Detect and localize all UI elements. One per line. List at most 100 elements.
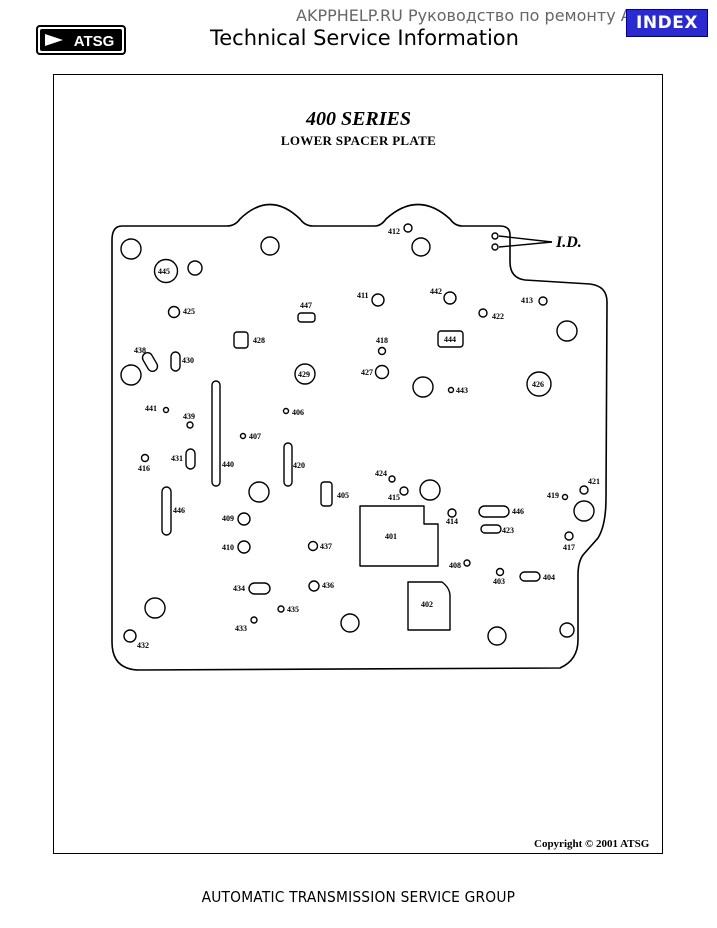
hole-417	[564, 531, 574, 541]
hole-top-left-2	[260, 236, 280, 256]
hole-406	[282, 407, 290, 415]
label-423: 423	[502, 526, 514, 535]
slot-405	[320, 481, 333, 507]
label-435: 435	[287, 605, 299, 614]
label-440: 440	[222, 460, 234, 469]
watermark-text: AKPPHELP.RU Руководство по ремонту АКПП	[296, 6, 668, 25]
label-434: 434	[233, 584, 245, 593]
label-446-left: 446	[173, 506, 185, 515]
label-402: 402	[421, 600, 433, 609]
copyright-text: Copyright © 2001 ATSG	[534, 838, 650, 850]
label-424: 424	[375, 469, 387, 478]
slot-428	[233, 331, 249, 349]
label-446-right: 446	[512, 507, 524, 516]
hole-id-1	[491, 232, 499, 240]
slot-434	[248, 582, 271, 595]
label-408: 408	[449, 561, 461, 570]
label-429: 429	[298, 370, 310, 379]
label-410: 410	[222, 543, 234, 552]
shape-402	[407, 581, 451, 631]
hole-419	[561, 493, 569, 501]
hole-left-large	[120, 364, 142, 386]
hole-429	[294, 363, 316, 385]
label-430: 430	[182, 356, 194, 365]
slot-431	[185, 448, 196, 470]
footer-label: AUTOMATIC TRANSMISSION SERVICE GROUP	[201, 888, 516, 906]
label-419: 419	[547, 491, 559, 500]
hole-424	[388, 475, 396, 483]
slot-447	[297, 312, 316, 323]
hole-195	[187, 260, 203, 276]
label-426: 426	[532, 380, 544, 389]
label-416: 416	[138, 464, 150, 473]
label-447: 447	[300, 301, 312, 310]
hole-435	[277, 605, 285, 613]
label-432: 432	[137, 641, 149, 650]
hole-411	[371, 293, 385, 307]
hole-412	[403, 223, 413, 233]
label-445: 445	[158, 267, 170, 276]
label-427: 427	[361, 368, 373, 377]
hole-430-large	[419, 479, 441, 501]
slot-420	[283, 442, 293, 487]
label-436: 436	[322, 581, 334, 590]
hole-426	[526, 371, 552, 397]
label-401: 401	[385, 532, 397, 541]
hole-right-584	[573, 500, 595, 522]
hole-259	[248, 481, 270, 503]
slot-430	[170, 351, 181, 372]
label-406: 406	[292, 408, 304, 417]
hole-top-left-large	[120, 238, 142, 260]
label-407: 407	[249, 432, 261, 441]
label-418: 418	[376, 336, 388, 345]
hole-large-423	[412, 376, 434, 398]
label-437: 437	[320, 542, 332, 551]
slot-423	[480, 524, 502, 534]
label-413: 413	[521, 296, 533, 305]
hole-413	[538, 296, 548, 306]
hole-439	[186, 421, 194, 429]
shape-401	[359, 505, 439, 567]
id-leader-2	[498, 241, 553, 248]
hole-421	[579, 485, 589, 495]
label-441: 441	[145, 404, 157, 413]
hole-436	[308, 580, 320, 592]
plate-outline	[111, 203, 608, 671]
label-439: 439	[183, 412, 195, 421]
hole-437	[307, 540, 319, 552]
footer-text: AUTOMATIC TRANSMISSION SERVICE GROUP	[0, 888, 717, 906]
label-421: 421	[588, 477, 600, 486]
hole-418	[377, 346, 387, 356]
hole-top-right-large	[411, 237, 431, 257]
label-417: 417	[563, 543, 575, 552]
hole-567	[559, 622, 575, 638]
label-414: 414	[446, 517, 458, 526]
slot-440	[211, 380, 221, 487]
label-422: 422	[492, 312, 504, 321]
hole-427	[374, 364, 390, 380]
hole-407	[239, 432, 247, 440]
hole-350	[340, 613, 360, 633]
hole-414	[447, 508, 457, 518]
hole-422	[478, 308, 488, 318]
hole-415	[399, 486, 409, 496]
hole-416	[140, 453, 150, 463]
hole-155	[144, 597, 166, 619]
diagram-subtitle: LOWER SPACER PLATE	[280, 133, 437, 148]
label-438: 438	[134, 346, 146, 355]
index-button[interactable]: INDEX	[626, 9, 708, 37]
label-403: 403	[493, 577, 505, 586]
label-442: 442	[430, 287, 442, 296]
label-443: 443	[456, 386, 468, 395]
hole-432	[123, 629, 137, 643]
slot-438	[141, 351, 159, 373]
label-431: 431	[171, 454, 183, 463]
label-415: 415	[388, 493, 400, 502]
label-428: 428	[253, 336, 265, 345]
logo-text: ATSG	[74, 33, 115, 50]
slot-404	[519, 571, 541, 582]
label-409: 409	[222, 514, 234, 523]
id-leader-1	[498, 235, 553, 243]
id-label: I.D.	[555, 234, 582, 251]
